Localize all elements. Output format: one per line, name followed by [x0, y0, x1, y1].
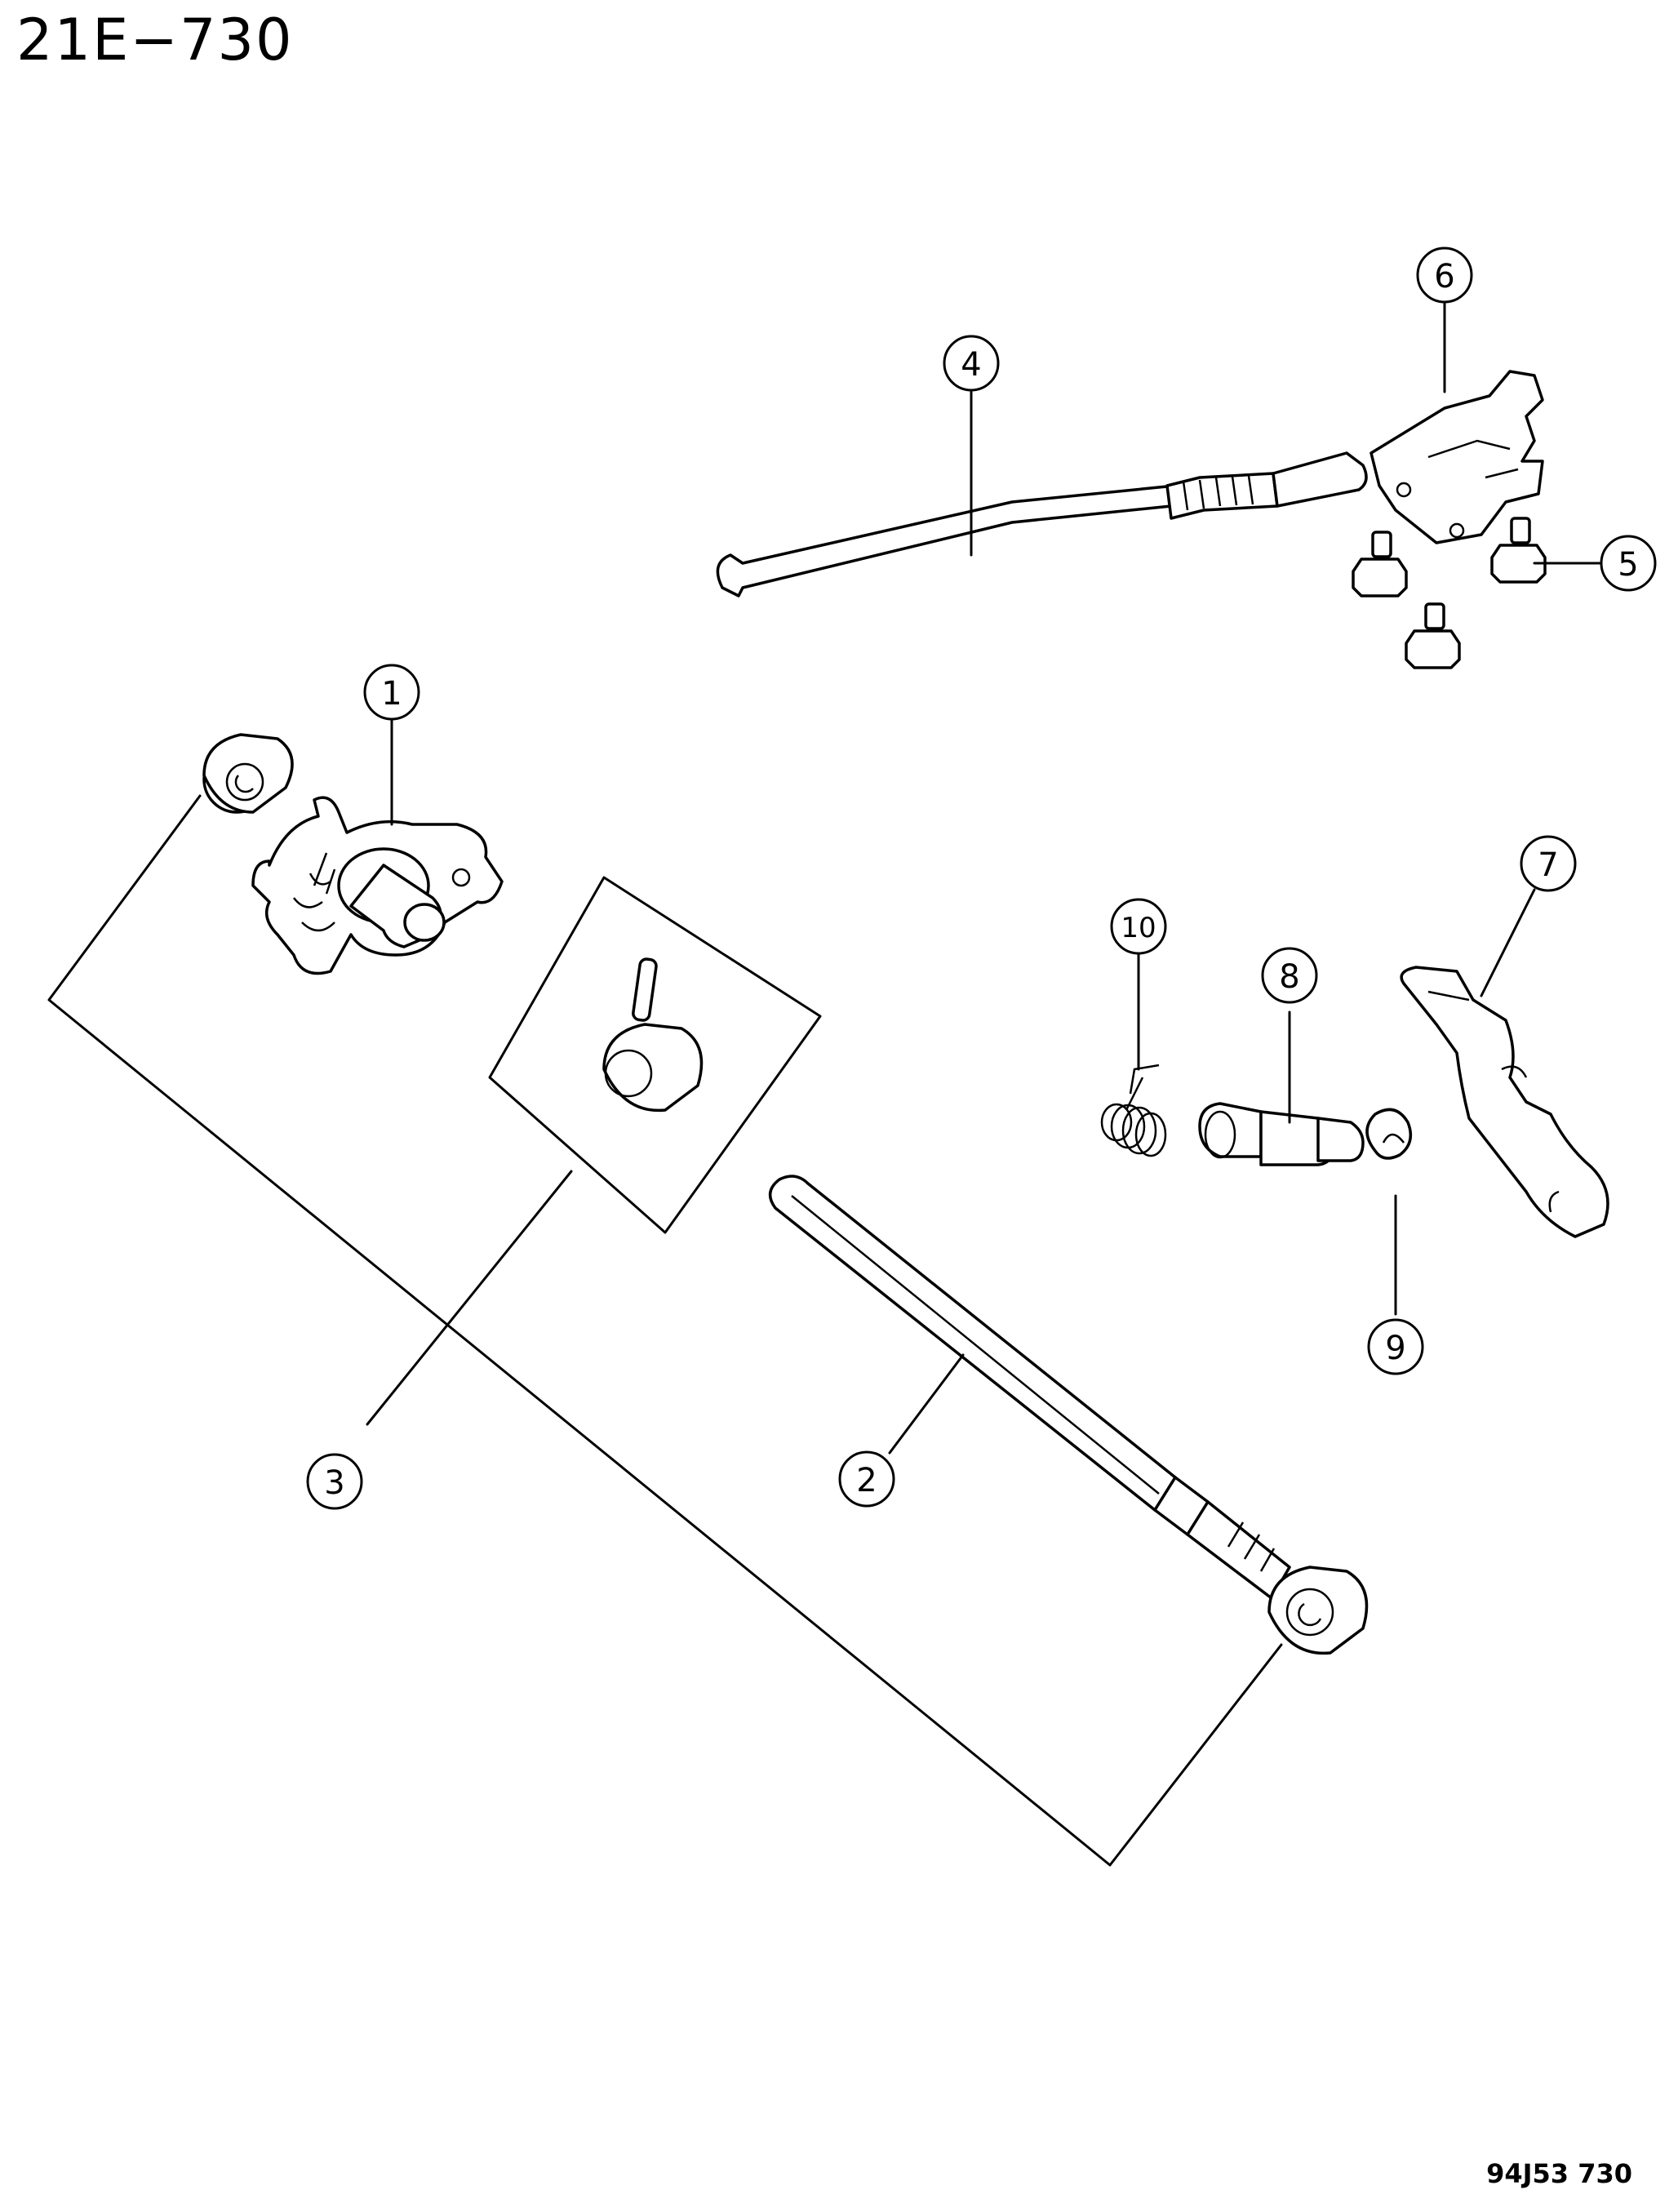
- leader-2: [888, 1353, 965, 1455]
- bolts-part-5: [1352, 517, 1547, 669]
- callout-4: 4: [943, 335, 1000, 392]
- bushing-bracket-lines: [47, 794, 1283, 1867]
- shaft-part-2: [768, 1175, 1291, 1600]
- leader-3: [366, 1170, 573, 1426]
- leader-7: [1480, 888, 1536, 997]
- callout-7: 7: [1520, 835, 1577, 892]
- lever-part-7: [1400, 966, 1609, 1238]
- svg-text:3: 3: [324, 1464, 344, 1502]
- callout-3: 3: [306, 1453, 363, 1510]
- svg-text:9: 9: [1385, 1330, 1405, 1367]
- callout-1: 1: [363, 664, 420, 721]
- callout-6: 6: [1416, 247, 1473, 304]
- bushing-upper: [202, 733, 294, 814]
- callout-2: 2: [838, 1450, 895, 1508]
- manual-lever-part-1: [251, 796, 504, 975]
- svg-text:1: 1: [381, 675, 402, 713]
- svg-text:5: 5: [1618, 546, 1638, 584]
- pin-part-8: [1198, 1102, 1365, 1166]
- svg-text:2: 2: [856, 1462, 877, 1499]
- svg-text:6: 6: [1434, 258, 1454, 295]
- spring-part-10: [1100, 1064, 1167, 1157]
- bolt-3: [1405, 602, 1461, 669]
- callout-8: 8: [1261, 947, 1318, 1004]
- callout-5: 5: [1600, 535, 1657, 592]
- svg-text:10: 10: [1121, 912, 1156, 944]
- bolt-1: [1352, 531, 1408, 597]
- clip-part-9: [1365, 1108, 1413, 1160]
- callout-9: 9: [1367, 1318, 1424, 1375]
- svg-text:4: 4: [961, 346, 981, 384]
- bolt-2: [1490, 517, 1547, 584]
- drawing-number: 94J53 730: [1486, 2158, 1632, 2189]
- kit-part-3: [488, 876, 822, 1234]
- svg-text:7: 7: [1538, 846, 1558, 884]
- callout-10: 10: [1110, 898, 1167, 955]
- bracket-part-6: [1369, 370, 1544, 544]
- diagram-code: 21E−730: [16, 7, 294, 73]
- svg-text:8: 8: [1279, 958, 1299, 996]
- rod-part-4: [716, 451, 1368, 597]
- bushing-lower: [1267, 1566, 1369, 1655]
